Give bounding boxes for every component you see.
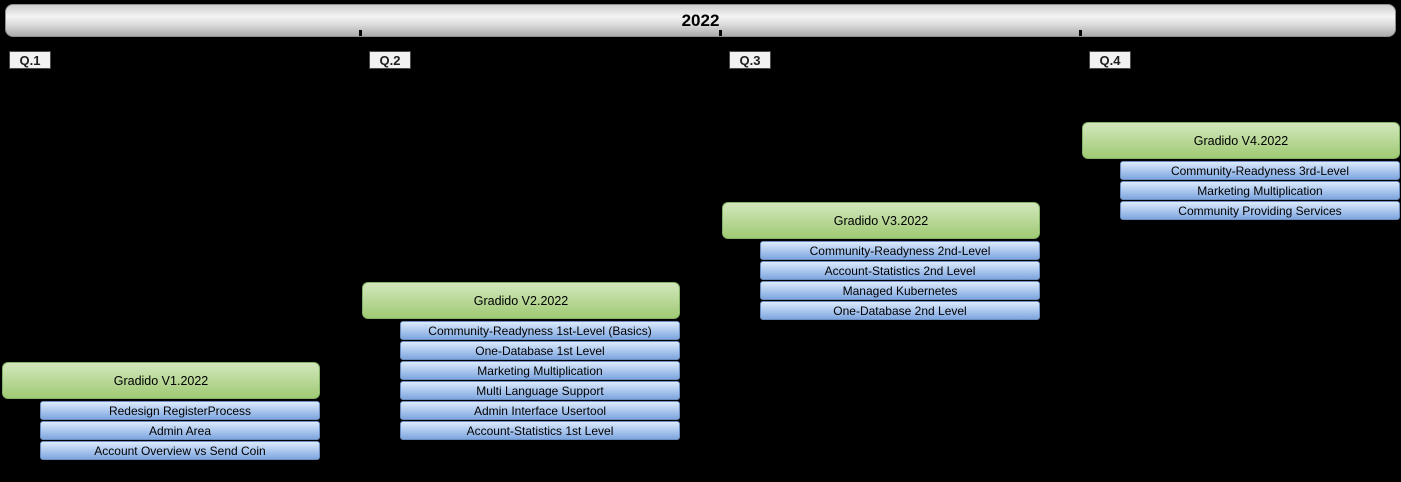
quarter-4-group: Gradido V4.2022 Community-Readyness 3rd-… bbox=[1082, 122, 1401, 221]
quarter-divider-tick bbox=[719, 30, 722, 36]
year-title: 2022 bbox=[681, 10, 720, 30]
milestone-box: Community-Readyness 3rd-Level bbox=[1120, 161, 1400, 180]
milestone-box: Admin Area bbox=[40, 421, 320, 440]
quarter-marker-1: Q.1 bbox=[9, 51, 51, 69]
quarter-marker-4: Q.4 bbox=[1089, 51, 1131, 69]
milestone-box: Managed Kubernetes bbox=[760, 281, 1040, 300]
milestone-box: Account-Statistics 2nd Level bbox=[760, 261, 1040, 280]
quarter-divider-tick bbox=[1079, 30, 1082, 36]
quarter-marker-3: Q.3 bbox=[729, 51, 771, 69]
milestone-box: Admin Interface Usertool bbox=[400, 401, 680, 420]
quarter-divider-tick bbox=[359, 30, 362, 36]
release-box: Gradido V1.2022 bbox=[2, 362, 320, 399]
milestone-box: Community-Readyness 2nd-Level bbox=[760, 241, 1040, 260]
quarter-1-group: Gradido V1.2022 Redesign RegisterProcess… bbox=[2, 362, 322, 461]
quarter-marker-2: Q.2 bbox=[369, 51, 411, 69]
milestone-box: Marketing Multiplication bbox=[1120, 181, 1400, 200]
milestone-box: Account-Statistics 1st Level bbox=[400, 421, 680, 440]
quarter-2-group: Gradido V2.2022 Community-Readyness 1st-… bbox=[362, 282, 682, 441]
milestone-box: Account Overview vs Send Coin bbox=[40, 441, 320, 460]
milestone-box: Community Providing Services bbox=[1120, 201, 1400, 220]
milestone-box: One-Database 2nd Level bbox=[760, 301, 1040, 320]
milestone-box: Community-Readyness 1st-Level (Basics) bbox=[400, 321, 680, 340]
milestone-box: Redesign RegisterProcess bbox=[40, 401, 320, 420]
milestone-box: One-Database 1st Level bbox=[400, 341, 680, 360]
release-box: Gradido V4.2022 bbox=[1082, 122, 1400, 159]
year-bar: 2022 bbox=[5, 4, 1396, 37]
release-box: Gradido V3.2022 bbox=[722, 202, 1040, 239]
milestone-box: Multi Language Support bbox=[400, 381, 680, 400]
release-box: Gradido V2.2022 bbox=[362, 282, 680, 319]
quarter-3-group: Gradido V3.2022 Community-Readyness 2nd-… bbox=[722, 202, 1042, 321]
milestone-box: Marketing Multiplication bbox=[400, 361, 680, 380]
milestone-list: Community-Readyness 1st-Level (Basics)On… bbox=[400, 321, 682, 440]
